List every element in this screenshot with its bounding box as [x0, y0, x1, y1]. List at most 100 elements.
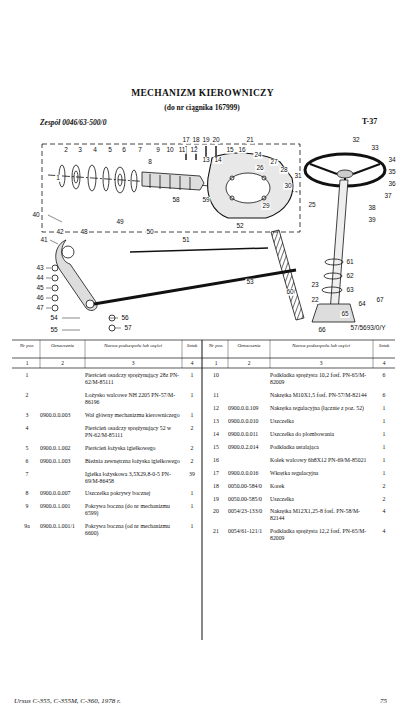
table-cell: 2 — [182, 458, 202, 465]
header-text: (do nr ciągnika 167999) — [102, 103, 302, 112]
callout-number: 24 — [253, 152, 262, 159]
callout-number: 36 — [387, 181, 396, 188]
table-cell: 0900.0.0.011 — [228, 431, 270, 438]
callout-number: 51 — [181, 237, 190, 244]
table-cell: 1 — [373, 457, 395, 464]
callout-number: 59 — [201, 197, 210, 204]
column-number: 3 — [85, 360, 181, 367]
callout-number: 56 — [120, 315, 129, 322]
callout-number: 11 — [178, 147, 187, 154]
table-cell: Pierścień łożyska igiełkowego — [85, 445, 181, 452]
table-cell: Pokrywa boczna (do nr mechanizmu 6599) — [85, 503, 181, 517]
table-cell: 0900.0.1.001 — [40, 503, 85, 510]
column-number: 4 — [373, 360, 395, 367]
table-cell: 16 — [204, 457, 228, 464]
drag-link — [94, 270, 296, 304]
callout-number: 39 — [367, 217, 376, 224]
table-cell: 18 — [204, 483, 228, 490]
leader-lines — [46, 215, 121, 330]
column-number: 3 — [270, 360, 372, 367]
table-header: Oznaczenie — [40, 343, 85, 349]
callout-number: 63 — [345, 287, 354, 294]
table-cell: 19 — [204, 496, 228, 503]
table-cell: 0054/23-133/0 — [228, 508, 270, 515]
rod — [130, 248, 268, 252]
table-cell: 4 — [14, 425, 40, 432]
footer-text: Ursus C-355, C-355M, C-360, 1978 r. — [14, 697, 121, 705]
table-cell: 0054/61-121/1 — [228, 528, 270, 535]
table-header: Sztuk — [373, 343, 395, 349]
table-cell: 1 — [373, 444, 395, 451]
table-cell: 2 — [373, 483, 395, 490]
callout-number: 22 — [310, 297, 319, 304]
table-cell: 2 — [373, 496, 395, 503]
table-cell: 3 — [14, 412, 40, 419]
callout-number: 46 — [35, 295, 44, 302]
table-cell: 14 — [204, 431, 228, 438]
callout-number: 62 — [345, 273, 354, 280]
table-cell: 0900.0.0.010 — [228, 418, 270, 425]
table-cell: 39 — [182, 471, 202, 478]
callout-number: 43 — [35, 265, 44, 272]
table-cell: 0050.00-584/0 — [228, 483, 270, 490]
table-cell: 6 — [14, 458, 40, 465]
table-header: Nazwa podzespołu lub części — [85, 343, 181, 349]
table-cell: Łożysko walcowe NH 2205 PN-57/M-86196 — [85, 392, 181, 406]
table-cell: Korek — [270, 483, 372, 490]
callout-number: 54 — [49, 315, 58, 322]
main-shaft — [142, 172, 204, 190]
callout-number: 38 — [367, 205, 376, 212]
callout-number: 66 — [317, 327, 326, 334]
table-header: Sztuk — [182, 343, 202, 349]
table-cell: 1 — [373, 405, 395, 412]
table-cell: Kołek walcowy 6h8X12 PN-69/M-85021 — [270, 457, 372, 464]
table-cell: 0900.0.1.001/1 — [40, 523, 85, 530]
table-grid — [12, 340, 395, 640]
table-cell: Pierścień osadczy sprężynujący 52 w PN-6… — [85, 425, 181, 439]
table-cell: Nakrętka M10X1,5 fosf. PN-57/M-82144 — [270, 392, 372, 399]
table-cell: 7 — [14, 471, 40, 478]
callout-number: 57 — [123, 325, 132, 332]
table-cell: Igiełka łożyskowa 3,5X29,8-0-5 PN-69/M-8… — [85, 471, 181, 485]
callout-number: 29 — [261, 203, 270, 210]
callout-number: 27 — [269, 159, 278, 166]
callout-number: 23 — [310, 282, 319, 289]
worm-shaft-spring — [271, 230, 304, 320]
callout-number: 64 — [357, 301, 366, 308]
callout-number: 25 — [307, 202, 316, 209]
callout-number: 12 — [189, 147, 198, 154]
column-number: 2 — [228, 360, 270, 367]
column-bracket — [312, 304, 355, 322]
table-cell: 12 — [204, 405, 228, 412]
callout-number: 16 — [237, 147, 246, 154]
table-cell: 2 — [14, 392, 40, 399]
pitman-arm — [56, 240, 97, 310]
callout-number: 44 — [35, 275, 44, 282]
table-cell: 0900.0.0.003 — [40, 412, 85, 419]
table-cell: Uszczelka do plombowania — [270, 431, 372, 438]
table-cell: 6 — [373, 372, 395, 379]
nuts — [52, 265, 115, 331]
callout-number: 58 — [171, 197, 180, 204]
table-cell: 0900.0.1.003 — [40, 458, 85, 465]
table-cell: 9a — [14, 523, 40, 530]
table-cell: 2 — [182, 425, 202, 432]
gear-housing — [208, 153, 293, 218]
callout-number: 33 — [370, 145, 379, 152]
callout-number: 60 — [285, 289, 294, 296]
table-cell: Wkrętka regulacyjna — [270, 470, 372, 477]
callout-number: 41 — [39, 237, 48, 244]
table-cell: Pokrywa boczna (od nr mechanizmu 6600) — [85, 523, 181, 537]
callout-number: 48 — [79, 229, 88, 236]
table-cell: Pierścień osadczy sprężynujący 28z PN-62… — [85, 372, 181, 386]
callout-number: 32 — [351, 137, 360, 144]
callout-number: 50 — [145, 229, 154, 236]
table-cell: 21 — [204, 528, 228, 535]
callout-number: 4 — [92, 147, 98, 154]
shaft-grooves — [150, 174, 190, 190]
table-cell: 0900.0.0.007 — [40, 490, 85, 497]
table-cell: 15 — [204, 444, 228, 451]
callout-number: 13 — [201, 157, 210, 164]
table-cell: 0900.0.2.014 — [228, 444, 270, 451]
callout-number: 7 — [137, 147, 143, 154]
